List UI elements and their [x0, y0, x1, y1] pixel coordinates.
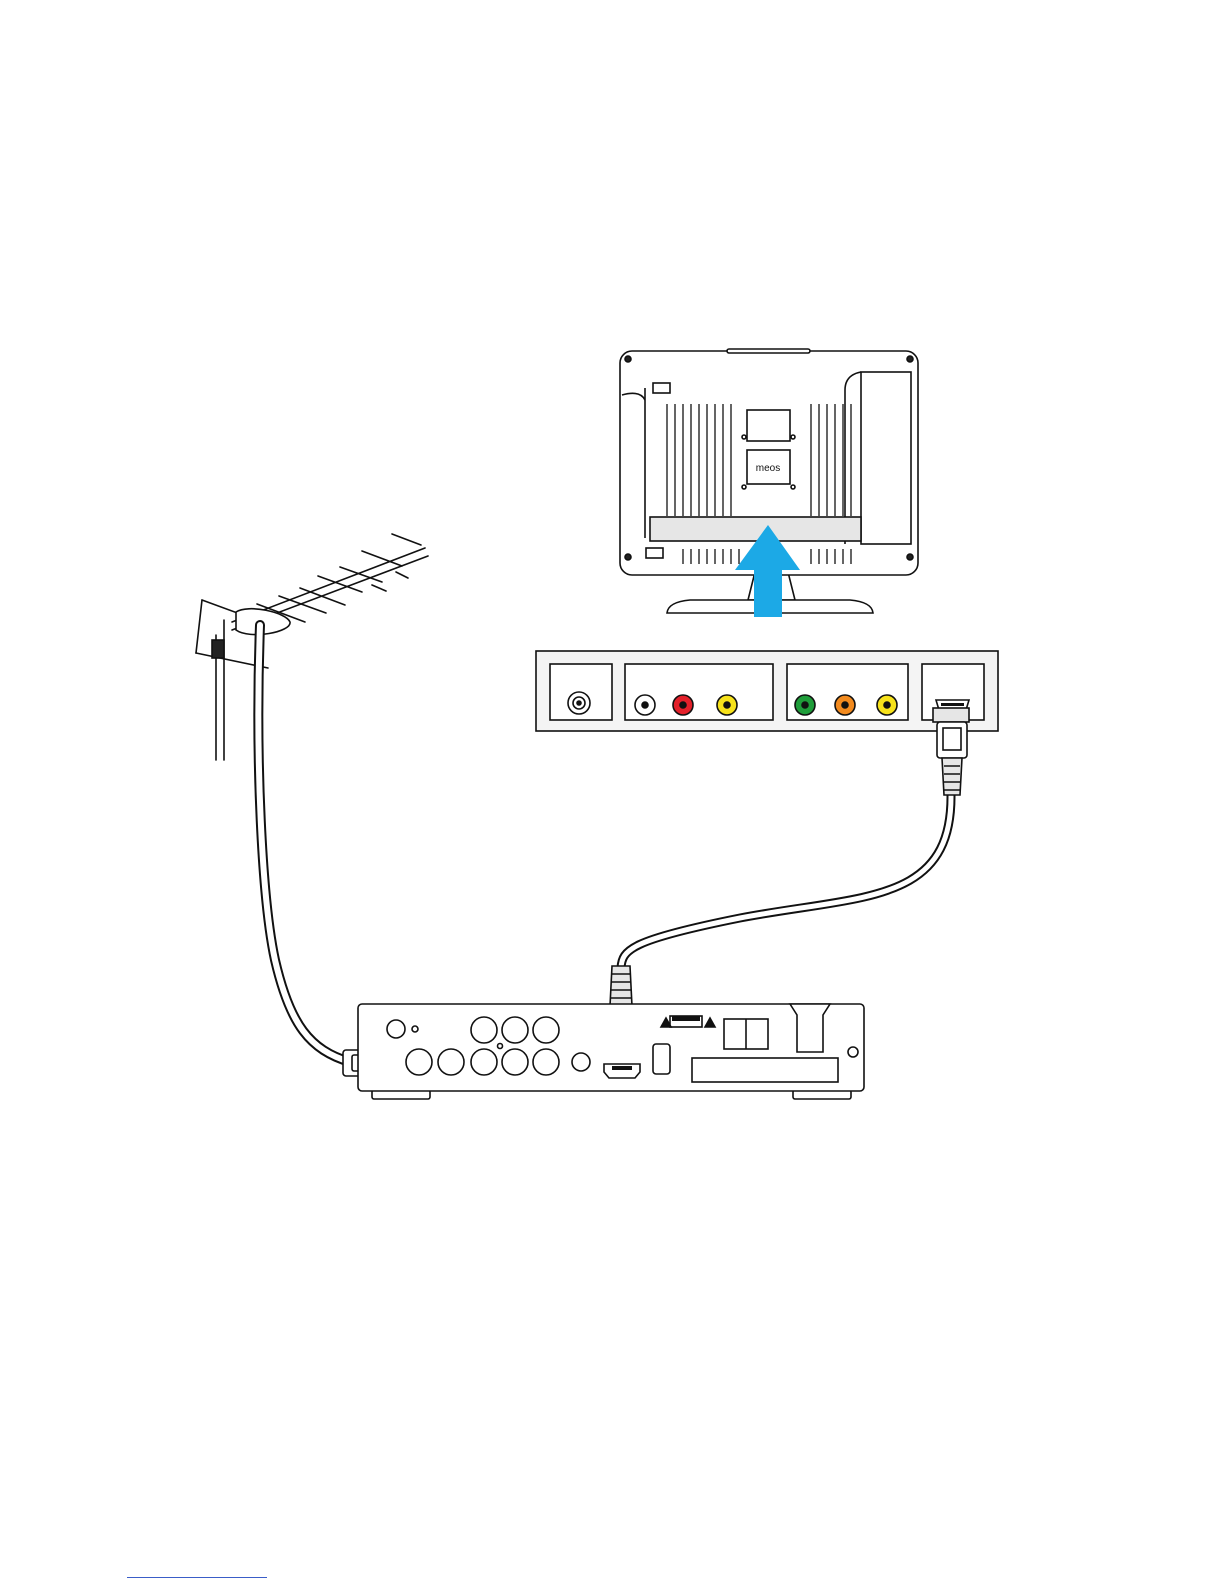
box-card-slot: [692, 1058, 838, 1082]
tv-top-lip: [727, 349, 810, 353]
hdmi-plug-tv: [933, 708, 969, 795]
tv-label-tag: [646, 548, 663, 558]
tv-right-panel: [861, 372, 911, 544]
tv-screw: [907, 554, 913, 560]
tv-vent-bottom-right: [805, 549, 855, 564]
set-top-box-rear: [358, 1004, 864, 1099]
footer-rule: [127, 1577, 267, 1578]
tv-vent-right: [806, 404, 852, 516]
antenna-cable: [258, 625, 350, 1062]
tv-vent-left: [663, 404, 733, 516]
box-antenna-port: [406, 1049, 432, 1075]
tv-brand-label: meos: [756, 463, 780, 474]
tv-connector-strip: [650, 517, 861, 541]
tv-screw: [625, 356, 631, 362]
tv-screw: [625, 554, 631, 560]
tv-screw: [907, 356, 913, 362]
tv-input-panel: [536, 651, 998, 731]
tv-vent-bottom-left: [676, 549, 740, 564]
tv-mount-plate: [747, 410, 790, 441]
tv-antenna: [196, 534, 428, 760]
tv-label-tag: [653, 383, 670, 393]
box-usb-port: [653, 1044, 670, 1074]
hdmi-cable: [621, 795, 951, 968]
